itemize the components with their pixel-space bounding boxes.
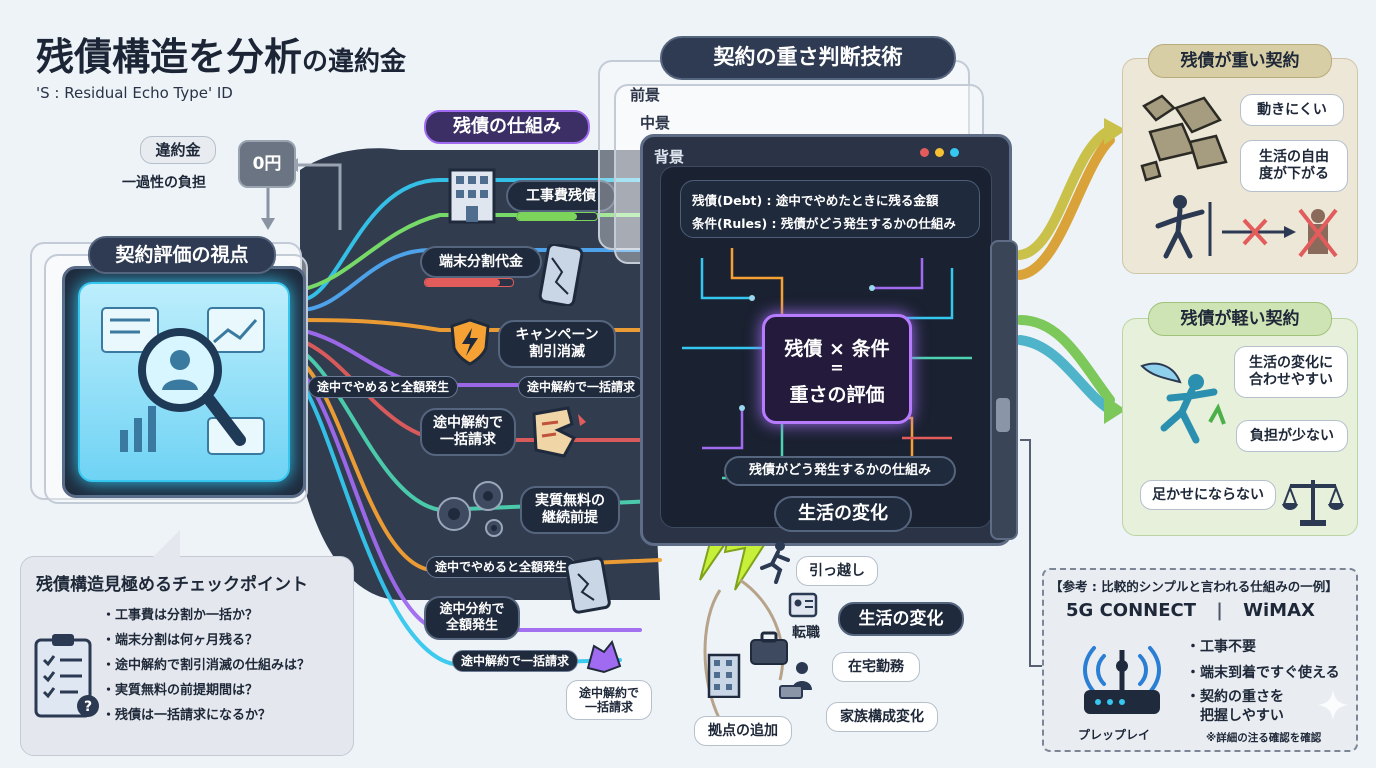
mech-midway-total: 途中分約で 全額発生 xyxy=(424,596,520,640)
broken-phone-icon xyxy=(538,244,584,306)
checklist-item: ・途中解約で割引消滅の仕組みは？ xyxy=(102,658,311,673)
mech-construction: 工事費残債 xyxy=(506,180,616,212)
handle-button xyxy=(996,398,1010,432)
brand-wimax: WiMAX xyxy=(1243,600,1315,621)
brand-separator: | xyxy=(1216,600,1223,621)
title-main: 残債構造を分析 xyxy=(36,35,303,79)
penalty-title: 違約金 xyxy=(140,136,216,164)
formula-bottom: 重さの評価 xyxy=(789,384,885,406)
checklist-items: ・工事費は分割か一括か？ ・端末分割は何ヶ月残る？ ・途中解約で割引消滅の仕組み… xyxy=(102,604,310,729)
building-icon xyxy=(448,168,496,224)
router-label: プレップレイ xyxy=(1078,728,1151,742)
brand-5g-connect: 5G CONNECT xyxy=(1066,600,1196,621)
clipboard-icon: ? xyxy=(34,634,99,718)
life-job: 転職 xyxy=(792,625,820,641)
mech-campaign: キャンペーン 割引消滅 xyxy=(498,320,616,368)
flow-label-cancel-bulk2: 途中解約で一括請求 xyxy=(452,650,579,672)
window-dots xyxy=(920,148,959,157)
torn-paper-icon xyxy=(532,406,586,458)
life-change-title2: 生活の変化 xyxy=(838,602,964,636)
light-point-1: 負担が少ない xyxy=(1236,420,1348,452)
flow-label-cancel-bulk: 途中解約で一括請求 xyxy=(518,376,645,398)
page-subtitle: 'S : Residual Echo Type' ID xyxy=(36,84,233,102)
flow-label-quit-total2: 途中でやめると全額発生 xyxy=(426,556,577,578)
ref-feature: ・工事不要 xyxy=(1186,639,1256,655)
light-point-2: 足かせにならない xyxy=(1140,480,1276,510)
checklist-item: ・実質無料の前提期間は？ xyxy=(102,683,259,698)
def-debt: 残債(Debt) : 途中でやめたときに残る金額 xyxy=(692,193,939,208)
svg-text:?: ? xyxy=(84,699,92,715)
gears-icon xyxy=(437,481,503,537)
life-base: 拠点の追加 xyxy=(694,716,792,746)
remote-worker-icon xyxy=(779,662,812,699)
mech-device: 端末分割代金 xyxy=(420,246,542,278)
heavy-point-1: 生活の自由 度が下がる xyxy=(1240,140,1348,192)
mechanism-title: 残債の仕組み xyxy=(424,110,590,144)
layer-label-back: 背景 xyxy=(654,148,685,166)
formula-eq: = xyxy=(830,358,844,377)
checklist-title: 残債構造見極めるチェックポイント xyxy=(36,575,308,595)
dot-blue-icon xyxy=(950,148,959,157)
balance-scale-icon xyxy=(1282,480,1344,526)
router-icon xyxy=(1083,646,1161,714)
blocked-person-icon xyxy=(1155,195,1338,259)
heavy-point-0: 動きにくい xyxy=(1240,94,1344,126)
formula-box xyxy=(762,314,912,424)
checklist-item: ・残債は一括請求になるか？ xyxy=(102,708,272,723)
def-rules: 条件(Rules) : 残債がどう発生するかの仕組み xyxy=(692,216,956,231)
tablet-cracked-icon xyxy=(566,556,611,614)
broken-item-icon xyxy=(586,639,622,674)
id-card-icon xyxy=(788,592,818,618)
device-progress xyxy=(424,278,514,287)
layer-label-front: 前景 xyxy=(630,86,661,104)
office-building-icon xyxy=(707,653,741,698)
life-move: 引っ越し xyxy=(796,556,878,586)
dot-yellow-icon xyxy=(935,148,944,157)
construction-progress xyxy=(516,212,598,221)
flow-label-quit-total: 途中でやめると全額発生 xyxy=(308,376,459,398)
flying-person-icon xyxy=(1140,362,1226,444)
life-change-title: 生活の変化 xyxy=(774,496,912,532)
reference-note: ※詳細の注る確認を確認 xyxy=(1206,732,1322,744)
page-title: 残債構造を分析の違約金 xyxy=(36,26,406,81)
judgment-bottom-label: 残債がどう発生するかの仕組み xyxy=(724,456,956,486)
ref-feature: ・端末到着ですぐ使える xyxy=(1186,665,1340,681)
penalty-value-badge: 0円 xyxy=(238,140,296,188)
reference-features: ・工事不要 ・端末到着ですぐ使える ・契約の重さを 把握しやすい xyxy=(1186,636,1340,726)
briefcase-icon xyxy=(750,631,788,665)
formula-top: 残債 × 条件 xyxy=(784,338,890,360)
speech-tail xyxy=(150,530,180,560)
ref-feature: ・契約の重さを 把握しやすい xyxy=(1186,689,1284,724)
running-person-icon xyxy=(760,541,790,584)
light-point-0: 生活の変化に 合わせやすい xyxy=(1234,346,1348,398)
judgment-title: 契約の重さ判断技術 xyxy=(660,36,956,80)
heavy-title: 残債が重い契約 xyxy=(1148,44,1332,78)
heavy-blocks-icon xyxy=(1140,94,1228,182)
dot-red-icon xyxy=(920,148,929,157)
checklist-item: ・工事費は分割か一括か？ xyxy=(102,608,259,623)
reference-brands: 5G CONNECT | WiMAX xyxy=(1066,600,1315,621)
definition-box xyxy=(680,180,980,238)
mech-midway-bulk: 途中解約で 一括請求 xyxy=(420,408,516,456)
shield-lightning-icon xyxy=(450,318,490,366)
life-family: 家族構成変化 xyxy=(826,702,938,732)
reference-title: 【参考 : 比較的シンプルと言われる仕組みの一例】 xyxy=(1050,579,1338,594)
mech-free: 実質無料の 継続前提 xyxy=(520,486,620,534)
title-suffix: の違約金 xyxy=(302,47,407,77)
monitor-side-handle xyxy=(990,240,1018,540)
light-title: 残債が軽い契約 xyxy=(1148,302,1332,336)
penalty-desc: 一過性の負担 xyxy=(122,175,206,191)
magnifier-user-icon xyxy=(101,307,265,455)
layer-label-mid: 中景 xyxy=(640,114,671,132)
reference-panel xyxy=(1042,568,1358,752)
mech-midway-bulk2: 途中解約で 一括請求 xyxy=(566,680,652,720)
checklist-item: ・端末分割は何ヶ月残る？ xyxy=(102,633,259,648)
viewpoint-title: 契約評価の視点 xyxy=(88,236,276,274)
sparkle-icon xyxy=(1318,690,1348,720)
life-remote: 在宅勤務 xyxy=(832,652,920,682)
